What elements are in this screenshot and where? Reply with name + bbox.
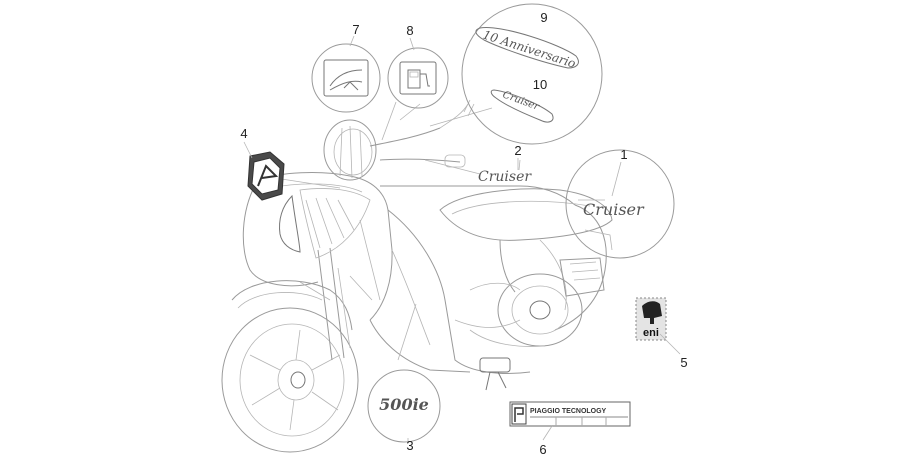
decal-2-cruiser: Cruiser xyxy=(478,169,532,185)
decal-5-eni: eni xyxy=(635,297,667,341)
decal-6-technology-label: PIAGGIO TECNOLOGY xyxy=(509,401,631,427)
piaggio-label-text: PIAGGIO TECNOLOGY xyxy=(530,408,607,415)
decal-7-handbook xyxy=(311,43,381,113)
cruiser-badge-text: Cruiser xyxy=(501,89,542,113)
displacement-text: 500ie xyxy=(379,395,429,414)
callout-8: 8 xyxy=(406,23,413,38)
callout-9: 9 xyxy=(540,10,547,25)
anniversario-text: 10 Anniversario xyxy=(481,28,577,71)
decal-9-10-badges: 10 Anniversario Cruiser xyxy=(461,3,603,145)
callout-6: 6 xyxy=(539,442,546,457)
callout-1: 1 xyxy=(620,147,627,162)
callout-5: 5 xyxy=(680,355,687,370)
callout-pointers xyxy=(243,35,681,442)
cruiser-body-text: Cruiser xyxy=(478,169,532,185)
decal-4-emblem xyxy=(247,151,285,201)
decal-8-fuel xyxy=(387,47,449,109)
decal-1-cruiser-side: Cruiser xyxy=(565,149,675,259)
eni-text: eni xyxy=(643,327,659,339)
callout-2: 2 xyxy=(514,143,521,158)
scooter-outline xyxy=(221,99,613,453)
callout-10: 10 xyxy=(533,77,547,92)
callout-numbers: 1 2 3 4 5 6 7 8 9 10 xyxy=(240,10,687,457)
callout-7: 7 xyxy=(352,22,359,37)
decal-3-displacement: 500ie xyxy=(367,369,441,443)
cruiser-side-text: Cruiser xyxy=(583,200,645,219)
callout-3: 3 xyxy=(406,438,413,453)
callout-4: 4 xyxy=(240,126,247,141)
